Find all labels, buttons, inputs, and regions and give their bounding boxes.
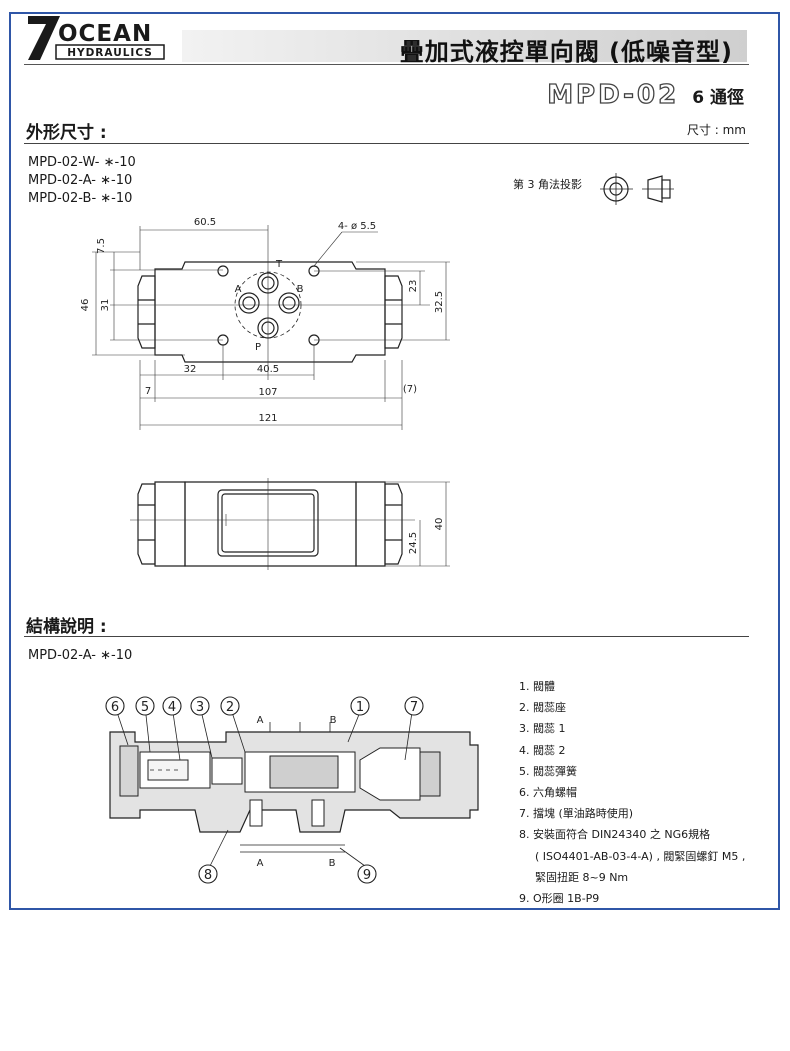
dim-7-paren: (7) bbox=[403, 384, 417, 395]
callout-9: 9 bbox=[357, 864, 377, 884]
dim-40: 40 bbox=[434, 518, 445, 531]
structure-model: MPD-02-A- ∗-10 bbox=[28, 648, 133, 663]
dim-107: 107 bbox=[258, 387, 277, 398]
dim-24-5: 24.5 bbox=[408, 532, 419, 554]
callout-8: 8 bbox=[198, 864, 218, 884]
callout-1: 1 bbox=[350, 696, 370, 716]
callout-7: 7 bbox=[404, 696, 424, 716]
parts-list: 1. 閥體 2. 閥蕊座 3. 閥蕊 1 4. 閥蕊 2 5. 閥蕊彈簧 6. … bbox=[519, 676, 745, 909]
model-code: MPD-02-W- ∗-10 bbox=[28, 155, 136, 170]
model-line: MPD-02 6 通徑 bbox=[547, 79, 744, 110]
parts-list-item: 8. 安裝面符合 DIN24340 之 NG6規格 bbox=[519, 828, 711, 842]
logo-wordmark: OCEAN bbox=[58, 21, 152, 47]
dim-60-5: 60.5 bbox=[194, 217, 216, 228]
projection-label: 第 3 角法投影 bbox=[513, 178, 582, 191]
parts-list-item: 2. 閥蕊座 bbox=[519, 701, 566, 715]
dim-40-5: 40.5 bbox=[257, 364, 279, 375]
svg-text:4: 4 bbox=[168, 700, 176, 715]
structure-section-title: 結構說明 : bbox=[26, 617, 107, 637]
dim-hole: 4- ø 5.5 bbox=[338, 221, 376, 232]
svg-text:2: 2 bbox=[226, 700, 234, 715]
title-bar: 疊加式液控單向閥 (低噪音型) bbox=[182, 30, 747, 66]
parts-list-item: 緊固扭距 8~9 Nm bbox=[535, 870, 629, 884]
svg-text:1: 1 bbox=[356, 700, 364, 715]
company-logo: OCEAN HYDRAULICS bbox=[28, 16, 165, 60]
section-rule bbox=[24, 636, 749, 637]
dim-46: 46 bbox=[80, 299, 91, 312]
model-codes: MPD-02-W- ∗-10 MPD-02-A- ∗-10 MPD-02-B- … bbox=[28, 154, 136, 208]
callout-3: 3 bbox=[190, 696, 210, 716]
dim-32: 32 bbox=[184, 364, 197, 375]
dim-32-5: 32.5 bbox=[434, 291, 445, 313]
callout-5: 5 bbox=[135, 696, 155, 716]
parts-list-item: 4. 閥蕊 2 bbox=[519, 743, 566, 757]
dim-7-5: 7.5 bbox=[96, 238, 107, 254]
dim-31: 31 bbox=[100, 299, 111, 312]
model-code: MPD-02-B- ∗-10 bbox=[28, 191, 133, 206]
logo-subtitle: HYDRAULICS bbox=[67, 47, 153, 59]
section-rule bbox=[24, 143, 749, 144]
model-code: MPD-02-A- ∗-10 bbox=[28, 173, 133, 188]
svg-text:5: 5 bbox=[141, 700, 149, 715]
port-b-label: B bbox=[297, 284, 304, 295]
svg-text:9: 9 bbox=[363, 868, 371, 883]
header-divider bbox=[24, 64, 749, 65]
callout-4: 4 bbox=[162, 696, 182, 716]
struct-port-a-bottom: A bbox=[257, 858, 264, 869]
port-t-label: T bbox=[275, 259, 283, 270]
nominal-size: 6 通徑 bbox=[692, 88, 744, 108]
third-angle-projection-icon bbox=[600, 173, 674, 205]
parts-list-item: 6. 六角螺帽 bbox=[519, 785, 577, 799]
svg-text:8: 8 bbox=[204, 868, 212, 883]
dim-7: 7 bbox=[145, 386, 151, 397]
page-frame bbox=[9, 12, 780, 910]
parts-list-item: 3. 閥蕊 1 bbox=[519, 722, 566, 736]
struct-port-b-top: B bbox=[330, 715, 337, 726]
svg-text:3: 3 bbox=[196, 700, 204, 715]
callout-2: 2 bbox=[220, 696, 240, 716]
parts-list-item: ( ISO4401-AB-03-4-A) , 閥緊固螺釘 M5 , bbox=[535, 849, 746, 863]
dim-23: 23 bbox=[408, 280, 419, 293]
outline-section-title: 外形尺寸 : bbox=[26, 123, 107, 143]
model-number: MPD-02 bbox=[547, 79, 680, 110]
callout-6: 6 bbox=[105, 696, 125, 716]
parts-list-item: 5. 閥蕊彈簧 bbox=[519, 764, 577, 778]
parts-list-item: 1. 閥體 bbox=[519, 680, 555, 693]
svg-text:7: 7 bbox=[410, 700, 418, 715]
parts-list-item: 7. 擋塊 (單油路時使用) bbox=[519, 807, 634, 821]
port-p-label: P bbox=[255, 342, 261, 353]
struct-port-b-bottom: B bbox=[329, 858, 336, 869]
svg-text:6: 6 bbox=[111, 700, 119, 715]
dim-121: 121 bbox=[258, 413, 277, 424]
struct-port-a-top: A bbox=[257, 715, 264, 726]
port-a-label: A bbox=[235, 284, 242, 295]
parts-list-item: 9. O形圈 1B-P9 bbox=[519, 891, 600, 905]
unit-label: 尺寸 : mm bbox=[686, 123, 746, 137]
page-title: 疊加式液控單向閥 (低噪音型) bbox=[399, 38, 733, 66]
